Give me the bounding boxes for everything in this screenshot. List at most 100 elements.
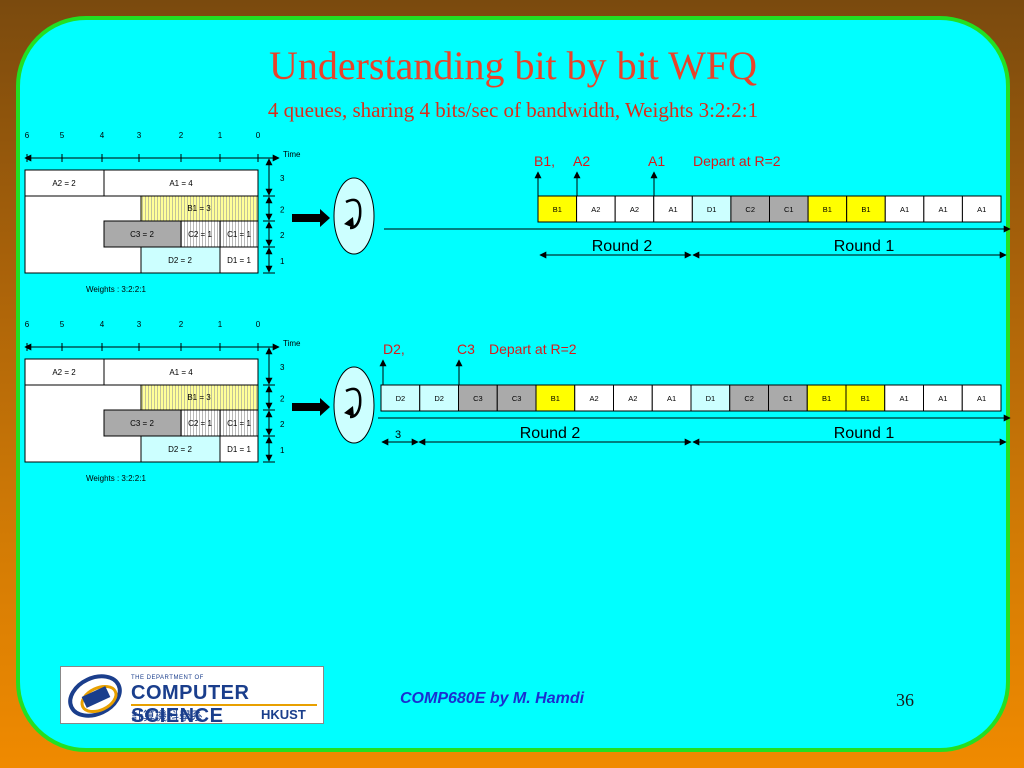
packet-cell-label: A2 — [590, 394, 599, 403]
cell-c1 — [219, 220, 259, 248]
packet-cell — [535, 384, 576, 412]
flow-arrow-icon — [292, 209, 330, 227]
packet-cell-label: C2 — [745, 205, 755, 214]
round-label: Round 1 — [834, 425, 895, 442]
axis-tick-label: 0 — [256, 320, 261, 329]
packet-cell-label: B1 — [823, 205, 832, 214]
cell-c2-label: C2 = 1 — [188, 230, 212, 239]
packet-cell-label: B1 — [553, 205, 562, 214]
packet-cell — [923, 195, 963, 223]
packet-cell-label: A2 — [591, 205, 600, 214]
cell-c2 — [180, 220, 221, 248]
cell-c1-label: C1 = 1 — [227, 230, 251, 239]
page-number: 36 — [896, 690, 914, 710]
logo-cs-text: COMPUTER SCIENCE — [131, 682, 250, 727]
axis-tick-label: 2 — [179, 131, 184, 140]
flow-arrow-icon — [292, 398, 330, 416]
rotate-arrow-icon — [345, 198, 362, 230]
axis-tick-label: 5 — [60, 320, 65, 329]
packet-cell-label: C1 — [783, 394, 793, 403]
packet-cell-label: C1 — [784, 205, 794, 214]
axis-tick-label: 0 — [256, 131, 261, 140]
cell-c3-label: C3 = 2 — [130, 419, 154, 428]
weight-number: 2 — [280, 231, 285, 240]
packet-cell — [614, 195, 655, 223]
packet-cell — [768, 384, 808, 412]
packet-cell — [845, 384, 886, 412]
packet-cell — [923, 384, 963, 412]
packet-cell-label: B1 — [861, 394, 870, 403]
packet-cell — [806, 384, 847, 412]
cell-c2-label: C2 = 1 — [188, 419, 212, 428]
weight-number: 1 — [280, 446, 285, 455]
scheduler-icon — [333, 177, 375, 255]
depart-item-label: A2 — [573, 153, 590, 169]
axis-tick-label: 6 — [25, 320, 30, 329]
axis-tick-label: 1 — [218, 320, 223, 329]
packet-cell — [961, 195, 1002, 223]
cell-a1 — [103, 169, 259, 197]
packet-cell — [729, 384, 769, 412]
cell-c1-label: C1 = 1 — [227, 419, 251, 428]
packet-cell-label: A1 — [977, 394, 986, 403]
axis-tick-label: 3 — [137, 131, 142, 140]
cell-d1 — [219, 246, 259, 274]
rotate-arrow-icon — [345, 387, 362, 419]
footer-text: COMP680E by M. Hamdi — [400, 690, 585, 707]
packet-cell — [576, 195, 616, 223]
round-label: 3 — [395, 429, 401, 441]
cell-d2-label: D2 = 2 — [168, 256, 192, 265]
rotate-arrow-head-icon — [344, 406, 354, 417]
cell-b1 — [140, 384, 259, 411]
packet-cell — [574, 384, 614, 412]
packet-cell-label: A2 — [630, 205, 639, 214]
weight-number: 3 — [280, 174, 285, 183]
weight-number: 2 — [280, 395, 285, 404]
cell-d1-label: D1 = 1 — [227, 256, 251, 265]
axis-tick-label: 3 — [137, 320, 142, 329]
packet-cell — [961, 384, 1002, 412]
cell-d1-label: D1 = 1 — [227, 445, 251, 454]
packet-cell — [613, 384, 653, 412]
axis-tick-label: 4 — [100, 320, 105, 329]
weight-number: 2 — [280, 420, 285, 429]
logo-emblem-icon — [68, 674, 122, 718]
logo-divider — [131, 704, 317, 706]
depart-label: Depart at R=2 — [489, 341, 577, 357]
packet-cell-label: D2 — [396, 394, 406, 403]
packet-cell-label: A1 — [900, 205, 909, 214]
packet-cell-label: B1 — [551, 394, 560, 403]
packet-cell — [651, 384, 692, 412]
cell-a1-label: A1 = 4 — [169, 179, 193, 188]
cell-c1 — [219, 409, 259, 437]
packet-cell — [537, 195, 578, 223]
cell-a1 — [103, 358, 259, 386]
depart-item-label: D2, — [383, 341, 405, 357]
packet-cell-label: A1 — [668, 205, 677, 214]
packet-cell-label: D2 — [434, 394, 444, 403]
weight-number: 1 — [280, 257, 285, 266]
cell-a2-label: A2 = 2 — [52, 368, 76, 377]
cell-c3 — [103, 220, 182, 248]
packet-cell-label: A1 — [977, 205, 986, 214]
cell-d2-label: D2 = 2 — [168, 445, 192, 454]
round-label: Round 1 — [834, 238, 895, 255]
packet-cell-label: A1 — [900, 394, 909, 403]
packet-cell-label: D1 — [707, 205, 717, 214]
packet-cell-label: B1 — [822, 394, 831, 403]
packet-cell-label: A1 — [938, 394, 947, 403]
axis-tick-label: 2 — [179, 320, 184, 329]
weights-label: Weights : 3:2:2:1 — [86, 285, 146, 294]
slide-title: Understanding bit by bit WFQ — [268, 43, 758, 88]
packet-cell-label: D1 — [706, 394, 716, 403]
packet-cell-label: B1 — [861, 205, 870, 214]
axis-tick-label: 4 — [100, 131, 105, 140]
cell-b1-label: B1 = 3 — [187, 204, 211, 213]
packet-cell-label: A2 — [628, 394, 637, 403]
cell-a2-label: A2 = 2 — [52, 179, 76, 188]
packet-cell-label: C3 — [512, 394, 522, 403]
axis-tick-label: 6 — [25, 131, 30, 140]
